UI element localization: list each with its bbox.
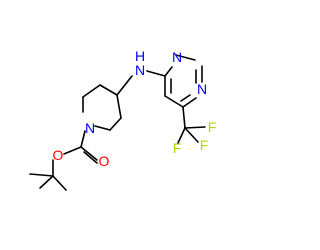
ring-bond [182, 97, 197, 108]
piperidine-bond [109, 117, 122, 131]
carbamate-bond [80, 130, 86, 148]
carbonyl-double-bond [83, 151, 98, 164]
cf3-bond [184, 126, 206, 129]
tbutyl-bond [29, 173, 54, 177]
molecule-canvas: N H N N N O O F F F [29, 48, 217, 191]
amine-bond [116, 75, 133, 96]
fluorine-2-label: F [173, 140, 182, 156]
piperidine-bond [99, 84, 118, 96]
amine-h-label: H [135, 48, 145, 64]
cf3-bond [177, 127, 186, 144]
ring-bond [164, 95, 184, 108]
pyrimidine-n1-label: N [172, 49, 182, 65]
tbutyl-bond [52, 175, 67, 191]
piperidine-bond [94, 125, 111, 131]
pyrimidine-n2-label: N [197, 81, 207, 97]
amine-bond [146, 70, 166, 77]
piperidine-bond [82, 84, 101, 98]
ring-bond [164, 66, 173, 77]
tbutyl-bond [39, 175, 54, 189]
ring-double-bond [180, 94, 191, 102]
fluorine-1-label: F [200, 137, 209, 153]
cf3-bond [184, 127, 199, 143]
piperidine-bond [116, 94, 122, 119]
carbonyl-o-label: O [99, 153, 110, 169]
fluorine-3-label: F [208, 119, 217, 135]
ring-bond [175, 54, 196, 61]
ester-bond [63, 146, 82, 155]
piperidine-n-label: N [85, 120, 95, 136]
ester-o-label: O [53, 147, 64, 163]
carbonyl-double-bond [80, 146, 98, 161]
amine-n-label: N [135, 62, 145, 78]
structure-diagram: N H N N N O O F F F [29, 48, 217, 191]
cf3-bond [182, 106, 186, 129]
